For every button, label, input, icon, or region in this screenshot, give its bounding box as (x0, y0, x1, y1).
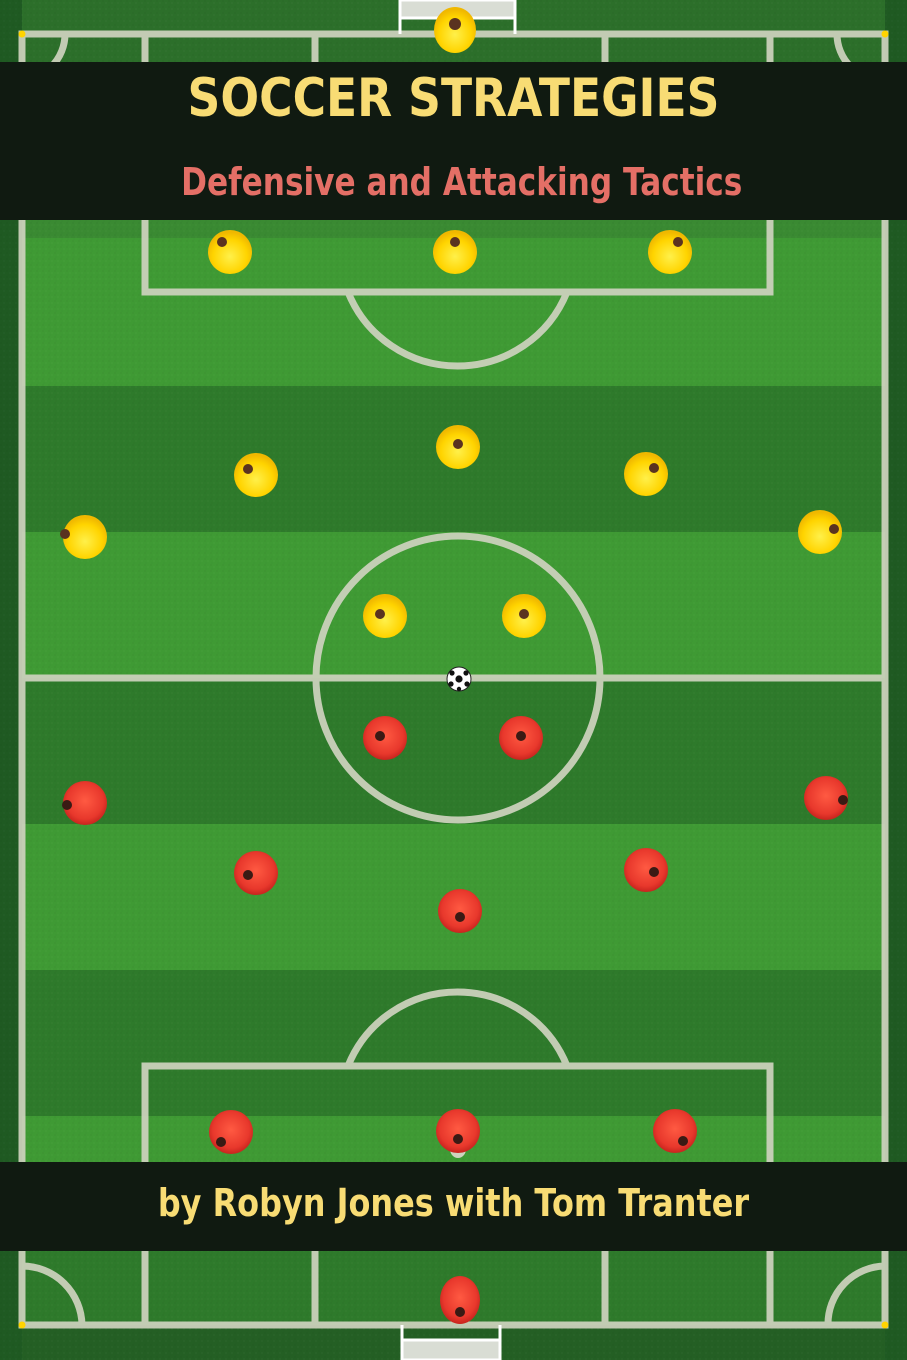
red-player (209, 1110, 253, 1154)
red-player (62, 781, 107, 825)
red-team (62, 716, 848, 1324)
title-banner: SOCCER STRATEGIES Defensive and Attackin… (0, 62, 907, 220)
red-player (438, 889, 482, 933)
yellow-player (798, 510, 842, 554)
red-player (436, 1109, 480, 1153)
red-player (440, 1276, 480, 1324)
yellow-player (434, 7, 476, 53)
yellow-player (624, 452, 668, 496)
red-player (234, 851, 278, 895)
yellow-player (363, 594, 407, 638)
red-player (624, 848, 668, 892)
red-player (499, 716, 543, 760)
book-subtitle: Defensive and Attacking Tactics (181, 160, 743, 204)
yellow-player (433, 230, 477, 274)
yellow-player (60, 515, 107, 559)
yellow-player (234, 453, 278, 497)
yellow-player (648, 230, 692, 274)
yellow-player (208, 230, 252, 274)
red-player (363, 716, 407, 760)
red-player (804, 776, 848, 820)
red-player (653, 1109, 697, 1153)
yellow-player (502, 594, 546, 638)
book-title: SOCCER STRATEGIES (187, 68, 720, 129)
author-banner: by Robyn Jones with Tom Tranter (0, 1162, 907, 1251)
yellow-team (60, 7, 842, 638)
yellow-player (436, 425, 480, 469)
bottom-goal (400, 1325, 502, 1360)
author-byline: by Robyn Jones with Tom Tranter (157, 1181, 750, 1225)
soccer-ball (446, 666, 472, 692)
